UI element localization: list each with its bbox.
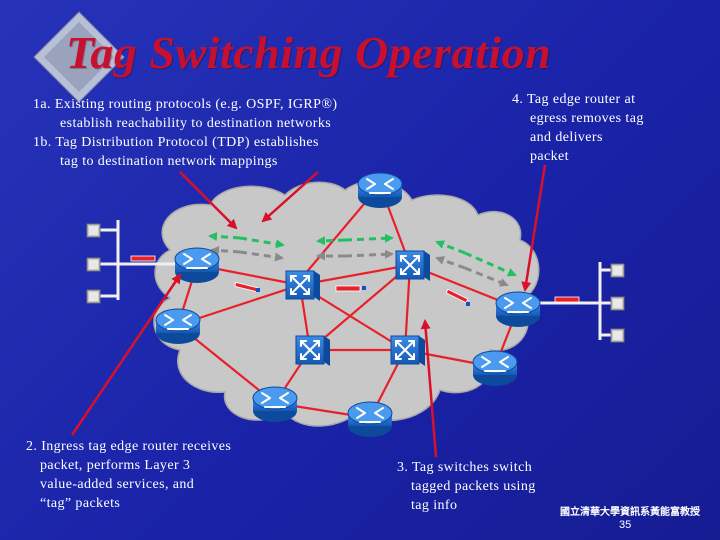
tag-switch-icon [390, 335, 426, 367]
right-host-icon [610, 328, 625, 343]
step-2-line: 2. Ingress tag edge router receives [26, 439, 232, 454]
step-3-line: tag info [411, 498, 458, 513]
step-1b-line: 1b. Tag Distribution Protocol (TDP) esta… [33, 135, 319, 150]
tag-markers [256, 286, 470, 306]
step-3-line: 3. Tag switches switch [397, 460, 533, 475]
egress-edge-router-icon [495, 291, 541, 328]
step-1a-line: 1a. Existing routing protocols (e.g. OSP… [33, 97, 338, 112]
step-3-text: 3. Tag switches switch tagged packets us… [397, 458, 536, 515]
step-1b-line: tag to destination network mappings [60, 154, 278, 169]
router-icon [347, 401, 393, 438]
left-host-icon [86, 289, 101, 304]
title-diamond-icon [33, 11, 125, 103]
step-4-line: and delivers [530, 130, 603, 145]
step-1a-line: establish reachability to destination ne… [60, 116, 332, 131]
right-host-icon [610, 296, 625, 311]
step-2-line: “tag” packets [40, 496, 121, 511]
step-2-line: packet, performs Layer 3 [40, 458, 191, 473]
router-icon [472, 350, 518, 387]
ingress-edge-router-icon [174, 247, 220, 284]
tag-switch-icon [295, 335, 331, 367]
credit-text: 國立清華大學資訊系黃能富教授 [560, 507, 700, 518]
routing-arrows [210, 246, 509, 287]
tag-switch-icon [285, 270, 321, 302]
left-host-icon [86, 223, 101, 238]
step-4-line: packet [530, 149, 569, 164]
step-4-text: 4. Tag edge router at egress removes tag… [512, 90, 644, 166]
router-icon [252, 386, 298, 423]
network-cloud [153, 180, 540, 427]
left-host-icon [86, 257, 101, 272]
step-3-line: tagged packets using [411, 479, 536, 494]
step-2-text: 2. Ingress tag edge router receives pack… [26, 437, 231, 513]
router-icon [155, 308, 201, 345]
router-icon [357, 172, 403, 209]
right-host-icon [610, 263, 625, 278]
page-title: Tag Switching Operation [66, 27, 552, 78]
step-4-line: egress removes tag [530, 111, 644, 126]
step-1-text: 1a. Existing routing protocols (e.g. OSP… [33, 95, 337, 171]
step-2-line: value-added services, and [40, 477, 195, 492]
page-number: 35 [619, 519, 632, 531]
tag-switch-icon [395, 250, 431, 282]
tdp-arrows [208, 231, 517, 277]
callout-arrows [70, 164, 547, 458]
step-4-line: 4. Tag edge router at [512, 92, 636, 107]
